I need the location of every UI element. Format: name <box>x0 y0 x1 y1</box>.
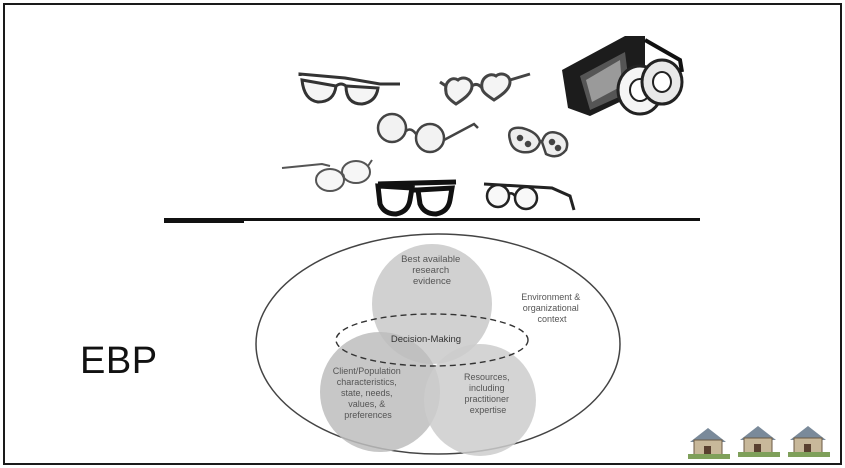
research-label: Best available research evidence <box>401 254 463 287</box>
slide-frame <box>3 3 842 465</box>
glasses-browline-icon <box>483 182 576 211</box>
glasses-cat-eye-icon <box>508 126 569 158</box>
circle-client <box>320 332 440 452</box>
glasses-heart-icon <box>439 72 531 106</box>
house-icon <box>738 426 780 457</box>
glasses-collage <box>281 36 684 217</box>
ebp-venn-diagram: Best available research evidence Decisio… <box>255 233 621 456</box>
decision-making-label: Decision-Making <box>391 334 461 345</box>
circle-resources <box>424 344 536 456</box>
house-icons <box>688 426 830 459</box>
client-label: Client/Population characteristics, state… <box>333 366 404 420</box>
divider-line <box>164 218 700 221</box>
house-icon <box>688 428 730 459</box>
glasses-round-icon <box>376 112 479 154</box>
glasses-rectangular-icon <box>298 72 400 106</box>
decision-ellipse <box>335 313 529 367</box>
house-icon <box>788 426 830 457</box>
vr-headset-icon <box>562 36 684 116</box>
divider-line-thick <box>164 218 244 223</box>
circle-research <box>372 244 492 364</box>
slide-label: EBP <box>80 340 158 382</box>
glasses-thick-black-icon <box>375 179 457 217</box>
glasses-thin-icon <box>281 159 373 192</box>
resources-label: Resources, including practitioner expert… <box>464 372 512 415</box>
environment-label: Environment & organizational context <box>521 292 583 324</box>
